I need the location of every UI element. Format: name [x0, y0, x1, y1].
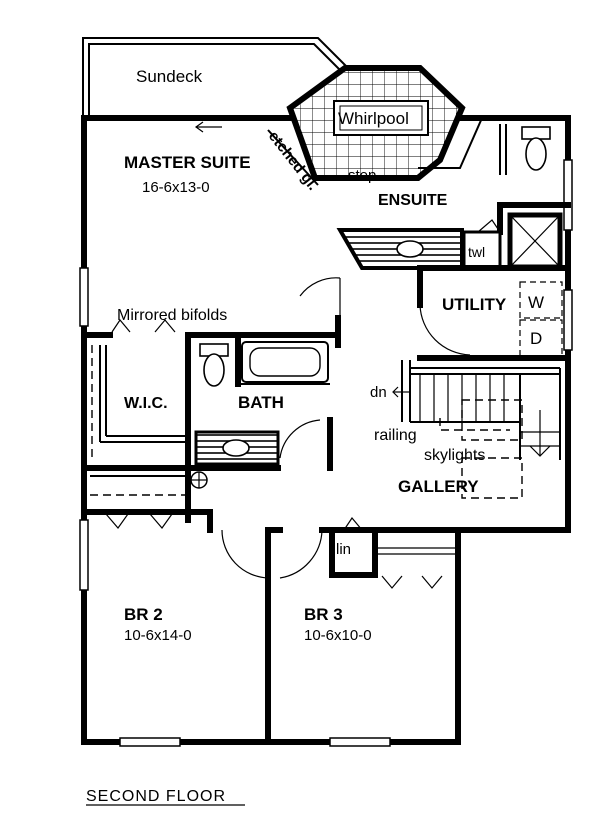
interior-walls	[81, 265, 571, 745]
br2-dims: 10-6x14-0	[124, 627, 192, 644]
skylight-outlines	[439, 399, 523, 499]
bath-label: BATH	[238, 393, 284, 412]
windows	[79, 159, 573, 747]
sundeck-label: Sundeck	[136, 67, 203, 86]
linen-shelves	[378, 547, 458, 555]
skylights-label: skylights	[424, 447, 485, 464]
step-label: step	[348, 167, 376, 184]
sliding-door-arrow-icon	[194, 117, 290, 133]
stairs	[392, 360, 561, 460]
br2-label: BR 2	[124, 605, 163, 624]
whirlpool-bay	[267, 65, 484, 186]
utility-appliances	[519, 281, 563, 357]
washer-label: W	[528, 293, 544, 312]
master-suite-label: MASTER SUITE	[124, 153, 251, 172]
mirrored-bifolds-label: Mirrored bifolds	[117, 307, 227, 324]
br3-dims: 10-6x10-0	[304, 627, 372, 644]
linen-label: lin	[336, 541, 351, 558]
towel-label: twl	[468, 244, 485, 260]
floor-title: SECOND FLOOR	[86, 788, 226, 805]
ensuite-fixtures	[336, 124, 571, 270]
dryer-label: D	[530, 329, 542, 348]
gallery-label: GALLERY	[398, 477, 479, 496]
utility-label: UTILITY	[442, 295, 507, 314]
whirlpool-label: Whirlpool	[338, 109, 409, 128]
br3-label: BR 3	[304, 605, 343, 624]
sundeck-area	[82, 37, 347, 115]
wic-label: W.I.C.	[124, 395, 168, 412]
bifold-doors	[105, 318, 443, 589]
doors	[221, 277, 471, 579]
hall-closet	[90, 471, 208, 496]
master-suite-dims: 16-6x13-0	[142, 179, 210, 196]
bath-fixtures	[194, 335, 330, 466]
ensuite-label: ENSUITE	[378, 192, 448, 209]
stair-down-label: dn	[370, 384, 387, 401]
wic-shelving	[91, 345, 188, 460]
railing-label: railing	[374, 427, 417, 444]
